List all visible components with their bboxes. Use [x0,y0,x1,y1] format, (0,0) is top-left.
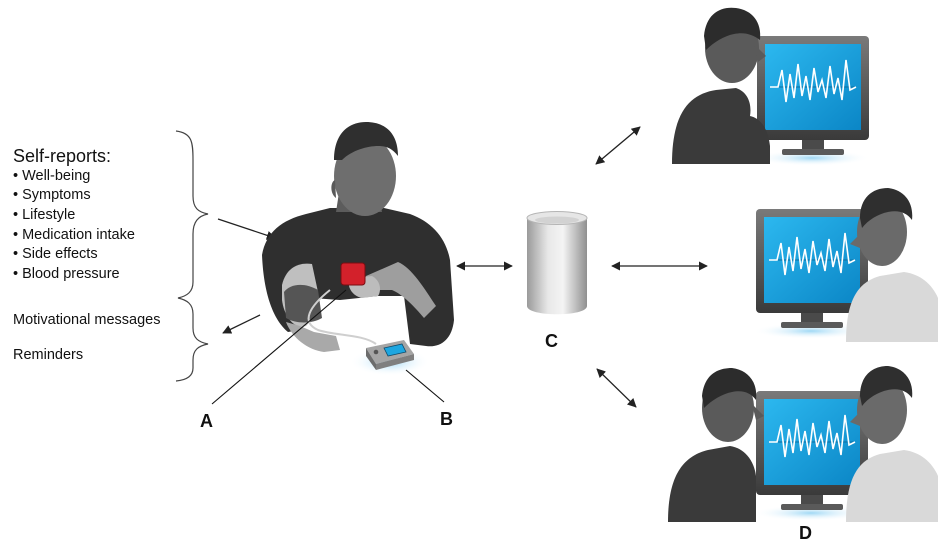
arrow-to-messages [222,314,261,334]
label-c: C [545,331,558,351]
patient-figure [262,122,454,352]
self-reports-title: Self-reports: [13,146,112,166]
pointer-line-b [405,369,445,403]
clinician-station-top [672,7,871,167]
list-item-blood-pressure: Blood pressure [13,265,120,285]
list-item-symptoms: Symptoms [13,186,91,206]
base-station [350,340,430,376]
arrow-server-monitor-bottom [596,368,637,408]
clinician-station-middle [752,188,938,342]
list-item-side-effects: Side effects [13,245,98,265]
list-item-lifestyle: Lifestyle [13,206,75,226]
reminders-label: Reminders [13,347,84,363]
label-b: B [440,409,453,429]
label-d: D [799,523,812,543]
arrow-server-monitor-top [595,126,641,165]
list-item-medication-intake: Medication intake [13,226,135,246]
label-a: A [200,411,213,431]
wearable-device [340,262,366,286]
motivational-messages-label: Motivational messages [13,312,161,328]
clinician-station-bottom [668,366,938,522]
arrow-to-patient [217,218,276,240]
list-item-well-being: Well-being [13,167,90,187]
bracket [175,130,209,382]
pointer-line-a [211,289,347,405]
server-cylinder [526,211,588,315]
